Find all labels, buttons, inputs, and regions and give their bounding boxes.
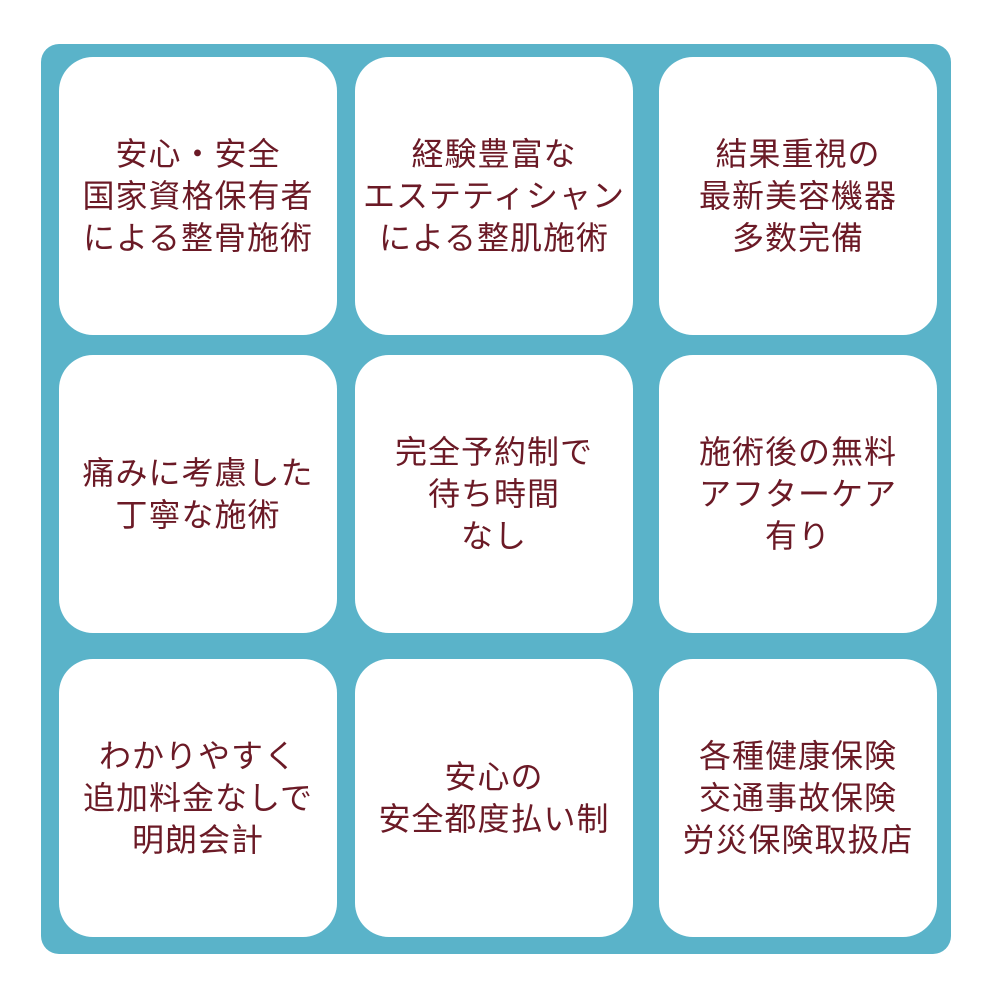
feature-card-certified-therapist: 安心・安全 国家資格保有者 による整骨施術 <box>59 57 337 335</box>
feature-text-line: 多数完備 <box>731 219 864 257</box>
feature-text-line: 待ち時間 <box>427 475 560 513</box>
feature-text-line: による整肌施術 <box>378 219 610 257</box>
feature-text-line: 経験豊富な <box>411 135 577 173</box>
feature-grid: 安心・安全 国家資格保有者 による整骨施術 経験豊富な エステティシャン による… <box>41 44 951 954</box>
feature-text-line: 完全予約制で <box>394 433 593 471</box>
feature-text-line: 交通事故保険 <box>698 779 897 817</box>
feature-text-line: 安心・安全 <box>115 135 281 173</box>
feature-text-line: 施術後の無料 <box>698 433 897 471</box>
feature-card-beauty-equipment: 結果重視の 最新美容機器 多数完備 <box>659 57 937 335</box>
feature-card-clear-pricing: わかりやすく 追加料金なしで 明朗会計 <box>59 659 337 937</box>
feature-text-line: 最新美容機器 <box>698 177 897 215</box>
feature-text-line: 痛みに考慮した <box>82 454 314 492</box>
feature-text-line: 結果重視の <box>715 135 881 173</box>
feature-card-pay-per-visit: 安心の 安全都度払い制 <box>355 659 633 937</box>
feature-text-line: 丁寧な施術 <box>115 496 281 534</box>
feature-text-line: 明朗会計 <box>131 821 264 859</box>
feature-card-reservation-only: 完全予約制で 待ち時間 なし <box>355 355 633 633</box>
feature-text-line: 安心の <box>444 758 544 796</box>
feature-text-line: アフターケア <box>698 475 897 513</box>
feature-text-line: 追加料金なしで <box>82 779 314 817</box>
feature-text-line: 各種健康保険 <box>698 737 897 775</box>
feature-text-line: 国家資格保有者 <box>82 177 314 215</box>
feature-card-insurance-accepted: 各種健康保険 交通事故保険 労災保険取扱店 <box>659 659 937 937</box>
feature-text-line: による整骨施術 <box>82 219 314 257</box>
feature-card-experienced-esthetician: 経験豊富な エステティシャン による整肌施術 <box>355 57 633 335</box>
feature-text-line: 有り <box>764 517 831 555</box>
feature-text-line: 安全都度払い制 <box>378 800 610 838</box>
feature-card-gentle-treatment: 痛みに考慮した 丁寧な施術 <box>59 355 337 633</box>
feature-card-free-aftercare: 施術後の無料 アフターケア 有り <box>659 355 937 633</box>
feature-text-line: 労災保険取扱店 <box>682 821 914 859</box>
feature-text-line: なし <box>460 517 527 555</box>
feature-text-line: エステティシャン <box>362 177 626 215</box>
feature-text-line: わかりやすく <box>98 737 297 775</box>
